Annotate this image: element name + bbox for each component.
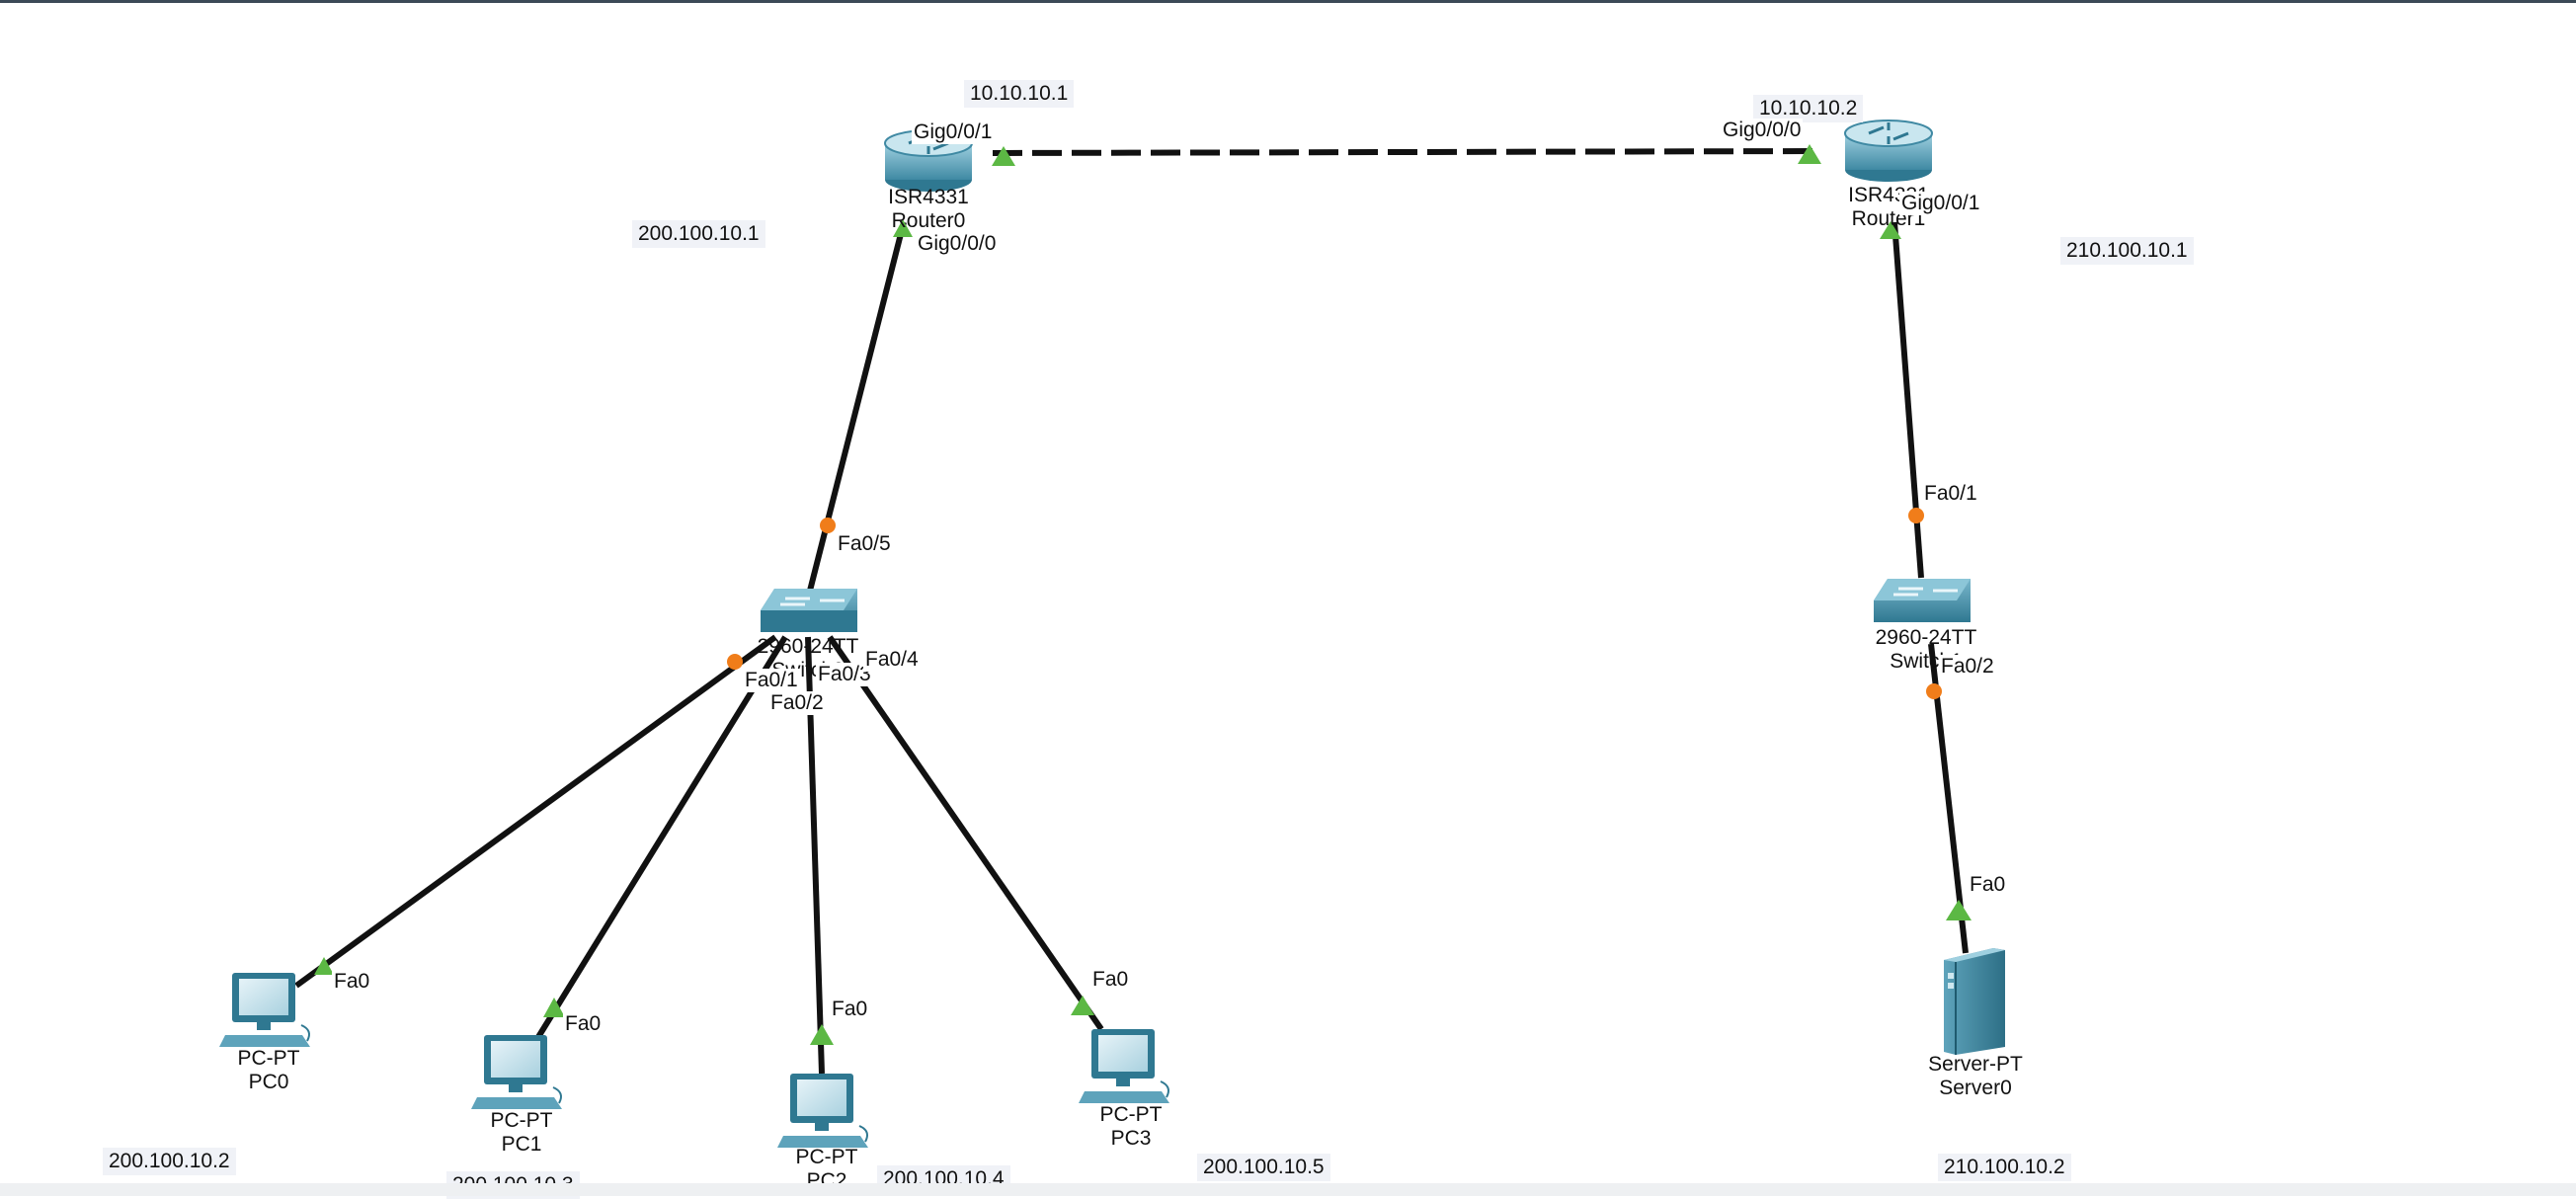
link-up-indicator [1946,900,1972,920]
ip-label-router0-gig000[interactable]: 200.100.10.1 [632,220,765,248]
pc1-name: PC1 [501,1133,542,1156]
server0-model: Server-PT [1928,1053,2023,1076]
port-label-sw0-fa03: Fa0/3 [816,663,873,686]
pc1-model: PC-PT [490,1109,553,1132]
server0-name: Server0 [1939,1077,2012,1099]
port-label-sw0-fa02: Fa0/2 [768,691,826,715]
pc1-icon[interactable] [471,1035,562,1109]
link-up-indicator [314,957,334,975]
link-down-indicator [1908,508,1924,523]
port-label-pc0-fa0: Fa0 [332,970,372,994]
port-label-pc1-fa0: Fa0 [563,1012,604,1036]
ip-label-router0-gig001[interactable]: 10.10.10.1 [964,80,1075,108]
port-label-sw1-fa01: Fa0/1 [1922,482,1979,506]
pc0-icon[interactable] [219,973,310,1047]
port-label-sw0-fa04: Fa0/4 [863,648,921,672]
ip-label-pc3[interactable]: 200.100.10.5 [1197,1154,1330,1181]
switch1-model: 2960-24TT [1875,626,1977,649]
link-router0-router1[interactable] [992,148,1813,156]
switch0-model: 2960-24TT [757,635,859,658]
port-label-sw0-fa01: Fa0/1 [743,669,800,692]
pc3-name: PC3 [1110,1127,1152,1150]
pc1-label: PC-PT PC1 [491,1109,553,1157]
link-up-indicator [543,998,565,1017]
link-up-indicator [1880,221,1901,239]
link-up-indicator [1798,144,1821,164]
link-status-indicators [314,144,1972,1045]
pc0-label: PC-PT PC0 [238,1047,300,1094]
link-switch0-pc0[interactable] [294,634,777,989]
pc3-icon[interactable] [1079,1029,1169,1103]
ip-label-router1-gig000[interactable]: 10.10.10.2 [1753,95,1864,122]
server0-label: Server-PT Server0 [1928,1053,2023,1100]
port-label-r1-gig001: Gig0/0/1 [1899,192,1982,215]
port-label-r1-gig000: Gig0/0/0 [1721,119,1804,142]
router0-name: Router0 [891,209,966,232]
link-up-indicator [992,146,1015,166]
ip-label-server0[interactable]: 210.100.10.2 [1938,1154,2071,1181]
switch0-icon[interactable] [761,589,857,632]
canvas-bottom-strip [0,1183,2576,1196]
pc0-model: PC-PT [237,1047,300,1070]
pc0-name: PC0 [248,1071,289,1093]
server0-icon[interactable] [1944,948,2005,1055]
link-down-indicator [820,518,836,533]
port-label-sw1-fa02: Fa0/2 [1939,655,1996,679]
link-up-indicator [810,1024,834,1045]
switch1-icon[interactable] [1874,579,1971,622]
link-up-indicator [893,219,913,237]
router0-label: ISR4331 Router0 [888,186,969,233]
port-label-pc2-fa0: Fa0 [830,998,870,1021]
pc3-model: PC-PT [1099,1103,1163,1126]
pc2-model: PC-PT [795,1146,858,1168]
window-top-border [0,0,2576,3]
pc2-icon[interactable] [777,1074,868,1148]
ip-label-router1-gig001[interactable]: 210.100.10.1 [2060,237,2194,265]
link-down-indicator [727,654,743,670]
router1-icon[interactable] [1844,120,1933,182]
link-down-indicator [1926,683,1942,699]
pc3-label: PC-PT PC3 [1100,1103,1163,1151]
ip-label-pc0[interactable]: 200.100.10.2 [103,1148,236,1175]
link-router1-switch1[interactable] [1892,221,1924,579]
link-switch0-pc1[interactable] [535,635,788,1039]
router0-model: ISR4331 [888,186,969,208]
port-label-r0-gig001: Gig0/0/1 [912,120,995,144]
link-switch0-pc3[interactable] [827,635,1104,1031]
link-up-indicator [1071,996,1094,1015]
port-label-r0-gig000: Gig0/0/0 [916,232,999,256]
port-label-sw0-fa05: Fa0/5 [836,532,893,556]
port-label-pc3-fa0: Fa0 [1090,968,1131,992]
port-label-server-fa0: Fa0 [1968,873,2008,897]
